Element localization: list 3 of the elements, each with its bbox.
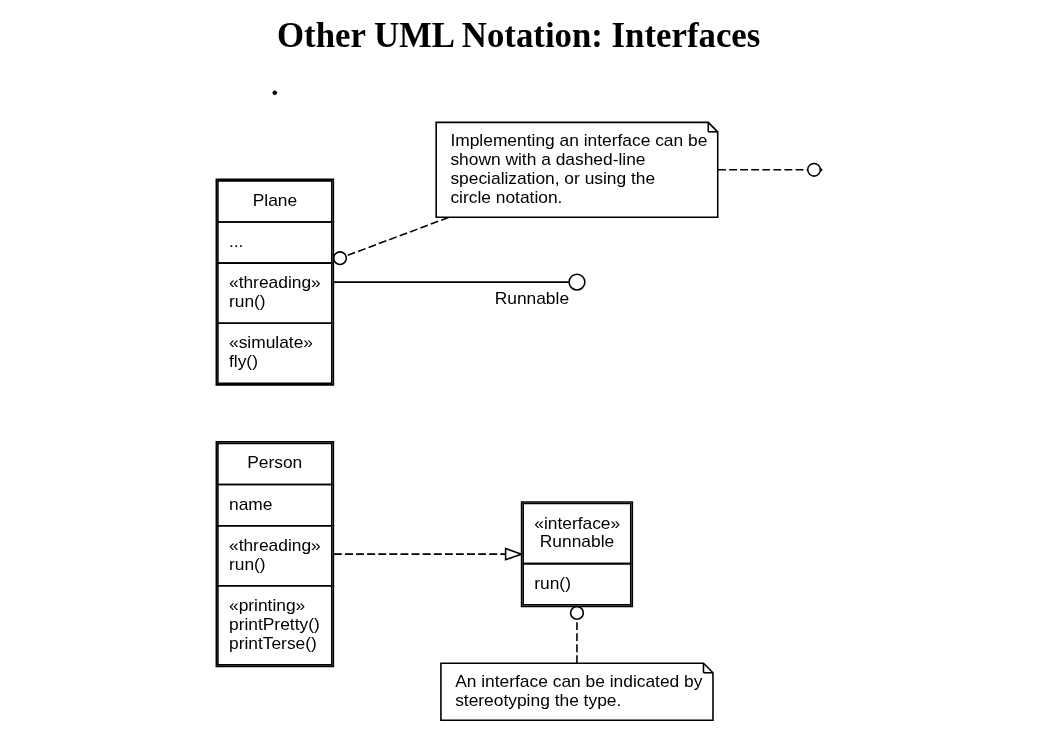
node-label: Runnable (494, 287, 569, 308)
diagram-title: Other UML Notation: Interfaces (276, 16, 760, 56)
label: • (271, 82, 278, 103)
